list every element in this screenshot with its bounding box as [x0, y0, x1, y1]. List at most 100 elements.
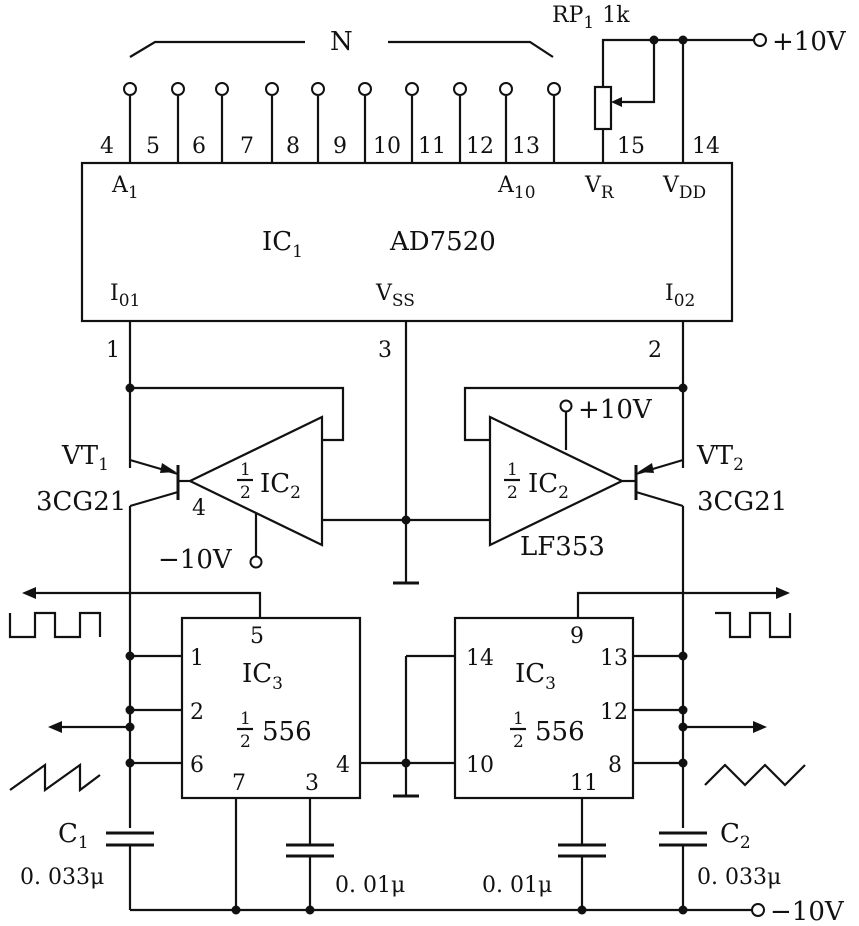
vt2-collector	[635, 490, 684, 508]
output-arrow-icon	[48, 721, 62, 733]
vt2-name: VT2	[696, 441, 744, 475]
ic3-right-box	[453, 616, 635, 800]
cap-c2-name: C2	[720, 819, 751, 853]
junction-dot	[125, 758, 135, 768]
cap-c1-value: 0. 033μ	[20, 865, 104, 890]
pos-supply-terminal[interactable]	[753, 33, 767, 47]
rp1-top-wire	[601, 38, 755, 87]
junction-dot	[125, 705, 135, 715]
svg-text:12: 12	[466, 134, 494, 159]
ic3-left-pin2: 2	[190, 700, 204, 725]
opamp-right-triangle	[488, 415, 625, 547]
pin-number-3: 3	[378, 338, 392, 363]
ic3-right-pin13: 13	[600, 646, 628, 671]
junction-dot	[678, 651, 688, 661]
cap-c2-value: 0. 033μ	[697, 865, 781, 890]
svg-text:10: 10	[373, 134, 401, 159]
rp1-resistor	[593, 85, 613, 131]
opamp-right-name: IC2	[528, 469, 569, 503]
vt1-part: 3CG21	[36, 487, 126, 517]
junction-dot	[305, 905, 315, 915]
neg-supply-terminal-bottom[interactable]	[751, 903, 765, 917]
svg-text:4: 4	[100, 134, 114, 159]
svg-text:13: 13	[512, 134, 540, 159]
opamp2-feedback-wire	[463, 386, 683, 442]
junction-dot	[231, 905, 241, 915]
rp1-wiper-wire	[614, 40, 656, 104]
junction-dot	[125, 651, 135, 661]
ic3-right-pin11: 11	[570, 771, 598, 796]
input-terminal[interactable]	[358, 82, 372, 96]
pin-label-io2: I02	[665, 281, 695, 311]
vt1-emitter-arrow-icon	[160, 463, 176, 473]
ic3-right-pin10: 10	[466, 753, 494, 778]
square-wave-output-wire	[30, 591, 262, 618]
opamp-right-half-den: 2	[507, 483, 518, 503]
cap-c4-value: 0. 01μ	[482, 873, 552, 898]
opamp-left-name: IC2	[260, 469, 301, 503]
input-terminal[interactable]	[123, 82, 137, 96]
pin-number-2: 2	[648, 338, 662, 363]
svg-text:14: 14	[692, 134, 720, 159]
bus-bracket-left	[129, 40, 305, 58]
svg-text:11: 11	[418, 134, 446, 159]
ic3-right-half-den: 2	[513, 732, 524, 752]
input-terminal[interactable]	[311, 82, 325, 96]
ic3-left-half-den: 2	[240, 732, 251, 752]
input-terminal[interactable]	[171, 82, 185, 96]
vt1-name: VT1	[61, 441, 109, 475]
svg-text:5: 5	[146, 134, 160, 159]
sawtooth-wave-icon	[9, 762, 101, 793]
neg-supply-label: −10V	[770, 897, 845, 926]
input-terminal[interactable]	[265, 82, 279, 96]
opamp-left-pin4: 4	[192, 496, 206, 521]
ic3-left-pin7: 7	[232, 771, 246, 796]
vt2-part: 3CG21	[697, 487, 787, 517]
square-wave-output-wire-right	[576, 591, 780, 618]
junction-dot	[678, 905, 688, 915]
opamp-neg-supply: −10V	[158, 545, 233, 575]
junction-dot	[678, 705, 688, 715]
opamp-left-half-num: 1	[240, 460, 251, 480]
opamp1-feedback-wire	[130, 386, 345, 442]
svg-text:9: 9	[333, 134, 347, 159]
digital-inputs	[123, 82, 561, 163]
opamp-left-half-den: 2	[240, 483, 251, 503]
ic1-part: AD7520	[389, 227, 496, 257]
input-terminal[interactable]	[215, 82, 229, 96]
svg-text:7: 7	[240, 134, 254, 159]
pin-label-io1: I01	[110, 281, 140, 311]
junction-dot	[649, 35, 659, 45]
svg-text:8: 8	[286, 134, 300, 159]
pin-label-a1: A1	[111, 173, 139, 203]
input-terminal[interactable]	[405, 82, 419, 96]
ic1-name: IC1	[262, 227, 303, 262]
junction-dot	[678, 758, 688, 768]
pin-label-vr: VR	[584, 173, 615, 203]
pin-label-vdd: VDD	[662, 173, 706, 203]
ic3-right-pin14: 14	[466, 646, 494, 671]
square-wave-icon-right	[715, 611, 792, 639]
neg-supply-terminal[interactable]	[249, 555, 263, 569]
ic3-left-pin4: 4	[336, 753, 350, 778]
ic3-left-box	[180, 616, 362, 800]
input-terminal[interactable]	[499, 82, 513, 96]
ic3-right-pin8: 8	[608, 753, 622, 778]
opamp-right-half-num: 1	[507, 460, 518, 480]
output-arrow-icon	[753, 721, 767, 733]
wiper-arrow-icon	[611, 97, 622, 107]
ic3-left-pin5: 5	[250, 624, 264, 649]
input-terminal[interactable]	[453, 82, 467, 96]
cap-c3-value: 0. 01μ	[335, 873, 405, 898]
ic3-left-pin3: 3	[305, 771, 319, 796]
bus-bracket-right	[388, 40, 554, 58]
triangle-wave-icon	[704, 763, 806, 787]
square-wave-icon	[8, 611, 102, 639]
pos-supply-terminal-ic2[interactable]	[559, 399, 573, 413]
input-terminal[interactable]	[547, 82, 561, 96]
opamp-pos-supply: +10V	[578, 395, 653, 425]
junction-dot	[678, 35, 688, 45]
ic3-left-name: IC3	[242, 659, 283, 694]
ic3-right-half-num: 1	[513, 709, 524, 729]
